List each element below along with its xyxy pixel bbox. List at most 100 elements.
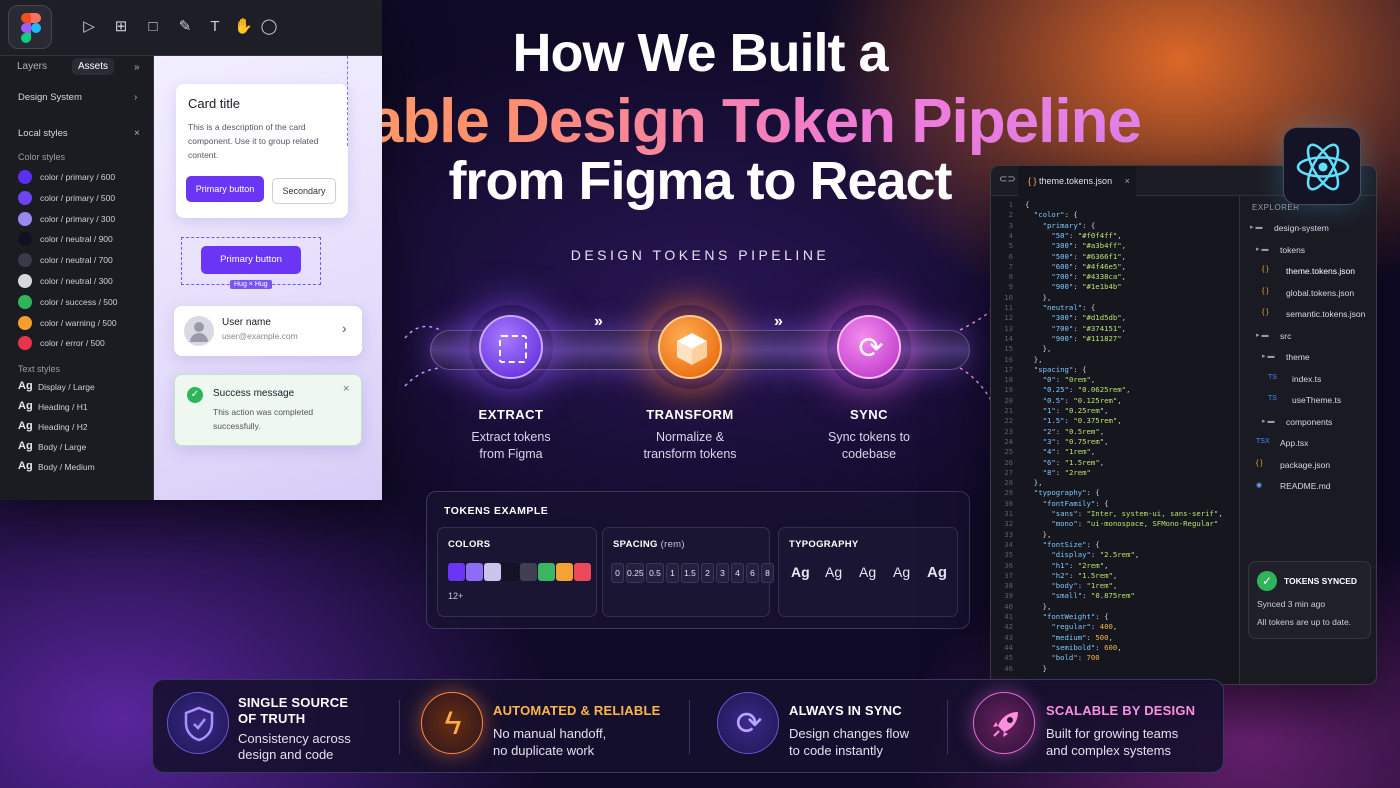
code-line: "300": "#d1d5db", <box>1051 313 1127 323</box>
primary-button[interactable]: Primary button <box>186 176 264 202</box>
colors-more: 12+ <box>448 591 464 601</box>
feature-desc: Design changes flow <box>789 726 909 741</box>
card-component[interactable]: Card title This is a description of the … <box>176 84 348 218</box>
spacing-token-chip: 1.5 <box>681 563 699 583</box>
code-line: "fontSize": { <box>1042 539 1100 549</box>
line-number: 15 <box>1004 344 1013 354</box>
code-line: "mono": "ui-monospace, SFMono-Regular" <box>1051 519 1219 529</box>
frame-icon[interactable]: ⊞ <box>114 18 128 35</box>
line-number: 44 <box>1004 642 1013 652</box>
text-tool-icon[interactable]: T <box>210 18 220 35</box>
code-line: "0.5": "0.125rem", <box>1042 395 1122 405</box>
code-line: }, <box>1025 292 1052 302</box>
explorer-item[interactable]: theme <box>1286 352 1310 362</box>
code-area[interactable]: 1{2 "color": {3 "primary": {4 "50": "#f0… <box>991 196 1239 684</box>
line-number: 17 <box>1004 364 1013 374</box>
color-style-label[interactable]: color / neutral / 700 <box>40 255 113 266</box>
feature-title: AUTOMATED & RELIABLE <box>493 703 661 718</box>
feature-title: SCALABLE BY DESIGN <box>1046 703 1196 718</box>
sync-node: ⟳ <box>827 305 911 389</box>
text-style-label[interactable]: Body / Large <box>38 442 87 452</box>
figma-canvas: Card title This is a description of the … <box>154 56 382 500</box>
code-line: "body": "1rem", <box>1051 581 1118 591</box>
typography-heading: TYPOGRAPHY <box>789 539 859 550</box>
text-style-label[interactable]: Display / Large <box>38 382 95 392</box>
hand-icon[interactable]: ✋ <box>234 18 253 35</box>
md-file-icon: ◉ <box>1256 482 1263 489</box>
line-number: 35 <box>1004 550 1013 560</box>
play-icon[interactable]: ▷ <box>83 18 95 35</box>
rocket-icon <box>973 692 1035 754</box>
synced-title: TOKENS SYNCED <box>1284 576 1358 586</box>
line-number: 38 <box>1004 581 1013 591</box>
feature-desc: to code instantly <box>789 743 883 758</box>
user-email: user@example.com <box>222 331 298 341</box>
text-style-label[interactable]: Body / Medium <box>38 462 95 472</box>
explorer-item[interactable]: semantic.tokens.json <box>1286 309 1366 319</box>
feature-desc: No manual handoff, <box>493 726 607 741</box>
explorer-item[interactable]: src <box>1280 330 1292 341</box>
line-number: 9 <box>1008 282 1013 292</box>
folder-icon: ▸ ▬ <box>1256 245 1269 253</box>
line-number: 3 <box>1008 220 1013 230</box>
code-line: "300": "#a3b4ff", <box>1051 241 1127 251</box>
pen-icon[interactable]: ✎ <box>178 18 192 35</box>
line-number: 13 <box>1004 323 1013 333</box>
code-line: "0": "0rem", <box>1042 375 1096 385</box>
step-desc: Normalize & <box>655 430 725 444</box>
color-swatch <box>18 294 32 309</box>
code-line: "small": "0.875rem" <box>1051 591 1135 601</box>
line-number: 39 <box>1004 591 1013 601</box>
code-line: "spacing": { <box>1033 364 1087 374</box>
explorer-item[interactable]: useTheme.ts <box>1292 395 1342 405</box>
color-style-label[interactable]: color / neutral / 900 <box>40 234 113 245</box>
code-line: }, <box>1025 529 1052 539</box>
line-number: 2 <box>1008 210 1013 220</box>
color-swatch <box>18 274 32 288</box>
explorer-item[interactable]: components <box>1286 416 1333 427</box>
color-style-label[interactable]: color / success / 500 <box>40 296 118 307</box>
design-system-row[interactable]: Design System <box>18 92 82 103</box>
tab-assets[interactable]: Assets <box>72 58 115 75</box>
explorer-item[interactable]: global.tokens.json <box>1286 287 1355 298</box>
color-style-label[interactable]: color / error / 500 <box>40 338 105 349</box>
tab-layers[interactable]: Layers <box>17 61 48 72</box>
text-style-label[interactable]: Heading / H1 <box>38 402 88 412</box>
tokens-synced-card: ✓ TOKENS SYNCED Synced 3 min ago All tok… <box>1248 561 1371 639</box>
explorer-item[interactable]: design-system <box>1274 223 1329 233</box>
line-number: 20 <box>1004 395 1013 405</box>
close-icon[interactable]: × <box>343 383 350 395</box>
color-style-label[interactable]: color / neutral / 300 <box>40 276 113 286</box>
synced-status: All tokens are up to date. <box>1257 617 1352 627</box>
ts-file-icon: TS <box>1268 373 1277 381</box>
explorer-item[interactable]: index.ts <box>1292 373 1322 384</box>
text-style-sample: Ag <box>18 440 33 452</box>
close-icon[interactable]: × <box>134 128 140 139</box>
color-style-label[interactable]: color / primary / 300 <box>40 213 116 224</box>
tab-theme-tokens[interactable]: { } theme.tokens.json × <box>1018 166 1136 196</box>
color-style-label[interactable]: color / primary / 500 <box>40 192 116 203</box>
explorer-item[interactable]: README.md <box>1280 481 1331 491</box>
split-icon[interactable]: ⊂⊃ <box>999 174 1016 185</box>
explorer-item[interactable]: package.json <box>1280 459 1331 470</box>
secondary-button[interactable]: Secondary <box>272 178 336 204</box>
title-line-1: How We Built a <box>512 23 888 83</box>
close-icon[interactable]: × <box>1124 176 1130 186</box>
extract-node <box>469 305 553 389</box>
line-number: 34 <box>1004 539 1013 549</box>
line-number: 19 <box>1004 385 1013 395</box>
explorer-item[interactable]: theme.tokens.json <box>1286 266 1355 276</box>
chevron-right-icon[interactable]: › <box>134 92 138 103</box>
explorer-item[interactable]: tokens <box>1280 244 1306 255</box>
text-style-label[interactable]: Heading / H2 <box>38 422 88 432</box>
rectangle-icon[interactable]: □ <box>148 18 158 35</box>
primary-button-selected[interactable]: Primary button <box>201 246 301 274</box>
line-number: 36 <box>1004 560 1013 570</box>
card-title: Card title <box>188 96 241 111</box>
color-style-label[interactable]: color / primary / 600 <box>40 172 116 182</box>
comment-icon[interactable]: ◯ <box>260 18 278 35</box>
color-style-label[interactable]: color / warning / 500 <box>40 317 117 328</box>
explorer-item[interactable]: App.tsx <box>1280 438 1309 448</box>
chevron-right-icon[interactable]: » <box>134 62 140 73</box>
user-list-item[interactable]: User name user@example.com › <box>174 306 362 356</box>
